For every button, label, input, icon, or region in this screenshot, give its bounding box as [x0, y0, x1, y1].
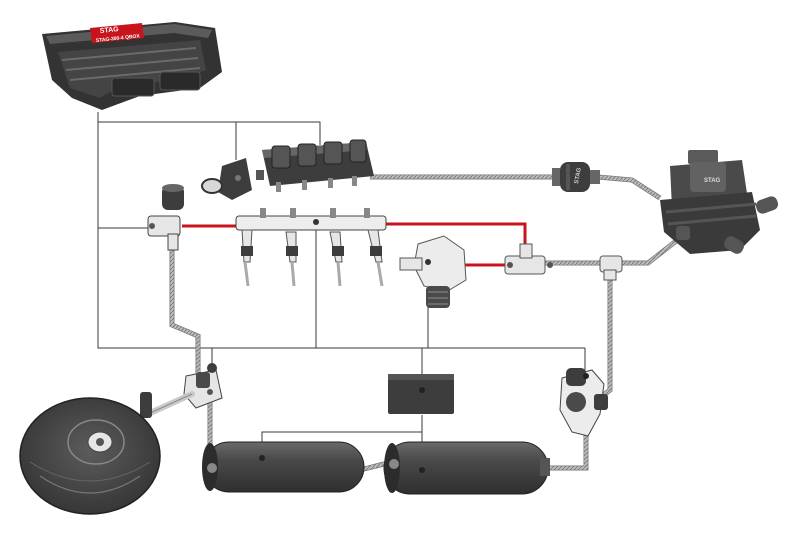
- cylinder-tank-icon: [383, 441, 550, 495]
- gas-injector-rail-icon: [256, 139, 374, 192]
- gas-pipes: [169, 174, 682, 473]
- cylinder-tank-icon: [202, 441, 365, 493]
- map-sensor-icon: [201, 158, 252, 200]
- ecu-model-label: STAG-300-4 QBOX: [96, 33, 141, 44]
- multivalve-icon: [183, 363, 223, 409]
- solenoid-valve-icon: [147, 184, 184, 251]
- filter-brand-label: STAG: [574, 167, 583, 184]
- ecu-brand-label: STAG: [99, 26, 119, 35]
- petrol-injector-icon: [241, 229, 384, 287]
- gas-filter-icon: STAG: [552, 162, 600, 192]
- toroidal-tank-icon: [19, 397, 161, 515]
- reducer-icon: STAG: [660, 150, 779, 254]
- relay-box-icon: [388, 374, 454, 414]
- ecu-icon: STAG STAG-300-4 QBOX: [42, 22, 222, 110]
- filler-valve-icon: [140, 391, 195, 418]
- high-pressure-pump-icon: [399, 235, 467, 308]
- fuel-lines: [182, 222, 527, 267]
- fuel-rail-icon: [235, 208, 387, 231]
- reducer-brand-label: STAG: [704, 178, 721, 184]
- fuel-pressure-fitting-icon: [504, 243, 623, 281]
- gas-solenoid-valve-icon: [559, 368, 608, 437]
